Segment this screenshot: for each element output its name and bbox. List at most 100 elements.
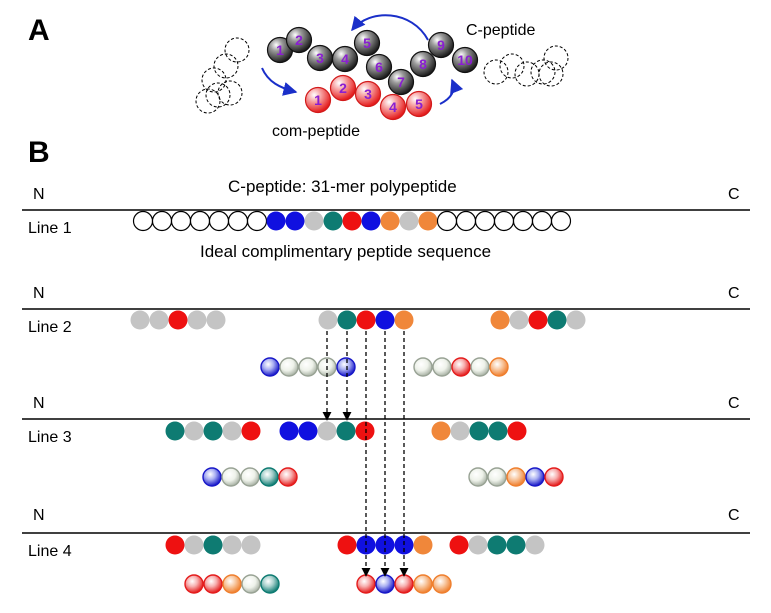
complement-residue (279, 357, 299, 377)
left-dashed-chain (195, 37, 250, 114)
line-3-label: Line 3 (28, 429, 72, 446)
complement-residue (203, 574, 223, 594)
c-label-line-3: C (728, 395, 740, 412)
panel-a-label: A (28, 14, 50, 47)
empty-residue (550, 210, 572, 232)
residue (317, 421, 337, 441)
c-peptide-residue: 3 (306, 44, 334, 72)
dashed-residue (499, 53, 525, 79)
n-label-line-2: N (33, 285, 45, 302)
residue (222, 421, 242, 441)
residue-number: 9 (437, 37, 445, 53)
bead-circle (365, 53, 393, 81)
residue-number: 1 (314, 92, 322, 108)
bead-circle (405, 90, 433, 118)
residue (380, 211, 400, 231)
line-4-complement-left (184, 574, 280, 594)
left-curved-arrow (261, 67, 298, 96)
complement-residue (506, 467, 526, 487)
residue (184, 535, 204, 555)
c-peptide-residue: 5 (353, 29, 381, 57)
line-4-segment-left (165, 535, 261, 555)
line-2-segment-center (318, 310, 414, 330)
residue (394, 310, 414, 330)
dashed-residue (538, 61, 564, 87)
residue (298, 421, 318, 441)
complement-residue (544, 467, 564, 487)
dashed-residue (217, 80, 243, 106)
empty-residue (493, 210, 515, 232)
complement-residue (432, 357, 452, 377)
complement-residue (451, 357, 471, 377)
empty-residue (227, 210, 249, 232)
residue (355, 421, 375, 441)
n-label-line-1: N (33, 186, 45, 203)
residue (418, 211, 438, 231)
complement-residue (413, 574, 433, 594)
com-peptide-label: com-peptide (272, 123, 360, 140)
residue (184, 421, 204, 441)
residue (165, 535, 185, 555)
complement-residue (394, 574, 414, 594)
com-peptide-residue: 5 (405, 90, 433, 118)
c-peptide-residue: 10 (451, 46, 479, 74)
empty-residue (246, 210, 268, 232)
empty-residue (151, 210, 173, 232)
complement-residue (278, 467, 298, 487)
residue (450, 421, 470, 441)
bead-circle (304, 86, 332, 114)
complement-residue (298, 357, 318, 377)
dashed-residue (201, 67, 227, 93)
line-4-label: Line 4 (28, 543, 72, 560)
residue (130, 310, 150, 330)
residue (449, 535, 469, 555)
c-peptide-residue: 1 (266, 36, 294, 64)
line-2-complement-right (413, 357, 509, 377)
bead-circle (353, 29, 381, 57)
residue-number: 5 (363, 35, 371, 51)
panel-b-residues (130, 210, 586, 594)
residue-number: 6 (375, 59, 383, 75)
n-label-line-3: N (33, 395, 45, 412)
complement-residue (336, 357, 356, 377)
line-4-segment-right (449, 535, 545, 555)
bead-circle (379, 93, 407, 121)
residue (469, 421, 489, 441)
dashed-residue (224, 37, 250, 63)
line-labels: Line 1 Line 2 Line 3 Line 4 (28, 220, 72, 560)
complement-residue (413, 357, 433, 377)
residue-number: 2 (339, 80, 347, 96)
complement-residue (260, 574, 280, 594)
dashed-residue (213, 53, 239, 79)
right-curved-arrow (439, 78, 464, 105)
complement-residue (470, 357, 490, 377)
bead-circle (409, 50, 437, 78)
bead-circle (331, 45, 359, 73)
empty-residue (132, 210, 154, 232)
dashed-guides (322, 331, 409, 577)
complement-residue (489, 357, 509, 377)
residue (399, 211, 419, 231)
complement-residue (222, 574, 242, 594)
complement-residue (240, 467, 260, 487)
panel-b-label: B (28, 136, 50, 169)
complement-residue (259, 467, 279, 487)
empty-residue (531, 210, 553, 232)
residue (337, 310, 357, 330)
line-4-segment-center (337, 535, 433, 555)
panel-a-curved-arrows (261, 14, 464, 105)
complement-residue (184, 574, 204, 594)
residue (413, 535, 433, 555)
bead-circle (329, 74, 357, 102)
com-peptide-residue: 4 (379, 93, 407, 121)
bead-circle (427, 31, 455, 59)
line-2-segment-left (130, 310, 226, 330)
top-curved-arrow (351, 14, 429, 41)
residue (318, 310, 338, 330)
residue (337, 535, 357, 555)
empty-residue (170, 210, 192, 232)
complement-residue (202, 467, 222, 487)
residue (547, 310, 567, 330)
top-caption: C-peptide: 31-mer polypeptide (228, 177, 457, 196)
